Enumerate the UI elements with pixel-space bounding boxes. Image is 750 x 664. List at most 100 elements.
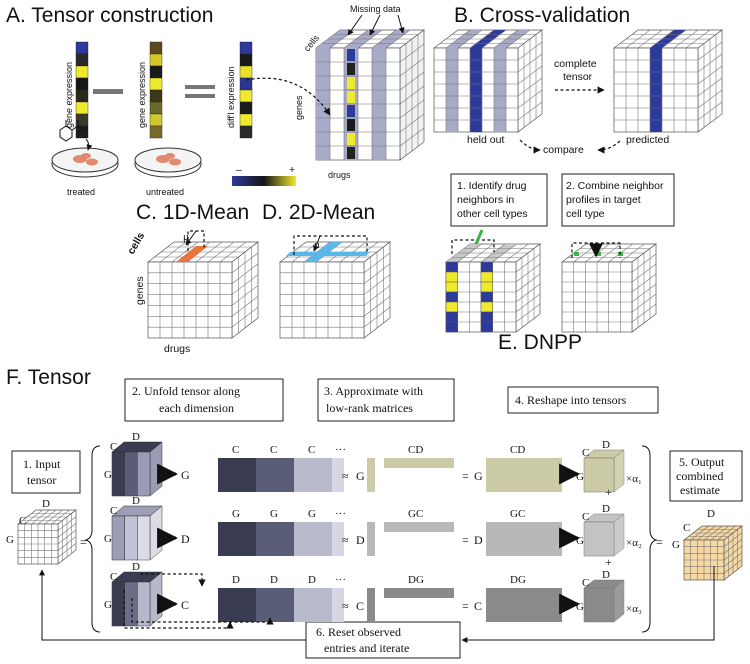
left-factor-label: G (356, 469, 365, 483)
unfold-box (124, 378, 284, 422)
neighbor-cell (480, 261, 493, 273)
output-line2: combined (676, 469, 723, 483)
panel-e: 1. Identify drug neighbors in other cell… (444, 173, 675, 354)
reconstructed-matrix (486, 458, 562, 492)
right-factor-label: DG (408, 574, 424, 586)
unfold-line1: 2. Unfold tensor along (132, 384, 240, 398)
unfolded-block-label: C (308, 444, 315, 456)
expression-cell (149, 89, 163, 103)
slab-g-label: G (104, 599, 112, 611)
approx-box (317, 378, 455, 422)
reshaped-d-label: D (602, 439, 610, 451)
reset-line1: 6. Reset observed (316, 625, 401, 639)
neighbor-cell (445, 321, 458, 333)
rearrange-arrow-1 (123, 590, 234, 629)
left-factor-label: C (356, 599, 364, 613)
tensor-cube-a (314, 29, 426, 161)
diff-expression-cell (347, 147, 355, 159)
approx-line1: 3. Approximate with (324, 384, 423, 398)
cells-axis-label-c: cells (125, 230, 147, 256)
slab-face (111, 581, 125, 627)
unfolded-block (218, 588, 256, 622)
slab-c-label: C (110, 441, 117, 453)
slab-face (111, 451, 125, 497)
drugs-axis-label-a: drugs (328, 170, 351, 180)
unfolded-block-label: G (270, 508, 278, 520)
genes-axis-label-c: genes (134, 276, 146, 305)
slab-face (137, 515, 151, 561)
approx-symbol: ≈ (342, 469, 349, 483)
diff-expression-cell (347, 63, 355, 75)
panel-b-title: B. Cross-validation (454, 4, 630, 27)
unfolded-block (256, 522, 294, 556)
slab-c-label: C (110, 571, 117, 583)
dnpp-step2-line3: cell type (566, 208, 605, 220)
input-box (11, 450, 81, 494)
slab-face (124, 515, 138, 561)
expression-cell (149, 77, 163, 91)
expression-cell (239, 101, 253, 115)
mean-bracket-d (293, 235, 368, 255)
expression-cell (239, 65, 253, 79)
unfolded-dots: ··· (335, 444, 346, 456)
unfold-line2: each dimension (159, 401, 234, 415)
missing-data-label: Missing data (350, 4, 401, 14)
diff-expression-cell (347, 133, 355, 145)
green-neighbor-marker (574, 252, 579, 256)
slab-d-label: D (132, 561, 140, 573)
reconstructed-matrix (486, 522, 562, 556)
reset-line2: entries and iterate (324, 641, 409, 655)
cube-column (446, 48, 458, 132)
panel-c: C. 1D-Mean cells genes drugs μ (125, 201, 260, 355)
unfolded-block (218, 522, 256, 556)
held-out-label: held out (467, 134, 504, 146)
expression-cell (239, 41, 253, 55)
approx-line2: low-rank matrices (326, 401, 413, 415)
unfold-dim-label: C (181, 598, 189, 612)
unfolded-block-label: G (308, 508, 316, 520)
untreated-label: untreated (146, 187, 184, 197)
product-equals: = (462, 469, 469, 483)
diff-expression-cell (347, 105, 355, 117)
diff-expression-cell (347, 91, 355, 103)
untreated-dish (134, 147, 202, 178)
neighbor-cell (480, 301, 493, 313)
unfolded-block (294, 588, 332, 622)
panel-d: D. 2D-Mean μ (262, 201, 392, 339)
unfolded-dots: ··· (335, 508, 346, 520)
slab-face (137, 451, 151, 497)
reconstructed-label: GC (510, 508, 525, 520)
output-equals: = (656, 535, 663, 549)
left-factor-label: D (356, 533, 365, 547)
output-tensor-cube (682, 525, 744, 581)
treated-label: treated (67, 187, 95, 197)
drugs-axis-label-c: drugs (164, 343, 190, 355)
reconstructed-label: DG (510, 574, 526, 586)
expression-cell (75, 101, 89, 115)
neighbor-cell (445, 261, 458, 273)
reshaped-front-face (583, 457, 615, 493)
neighbor-cell (480, 311, 493, 323)
output-box (669, 450, 743, 502)
rearrange-arrow-2 (131, 598, 274, 625)
reshape-label: 4. Reshape into tensors (515, 393, 627, 407)
unfolded-block (332, 458, 344, 492)
loop-arrow-left (39, 569, 306, 641)
expression-cell (75, 65, 89, 79)
reshape-box (507, 386, 659, 414)
dnpp-step1-line3: other cell types (457, 208, 528, 220)
insert-arrow (245, 77, 331, 116)
product-dim-label: G (474, 469, 483, 483)
approx-symbol: ≈ (342, 599, 349, 613)
unfolded-block-label: D (270, 574, 278, 586)
dnpp-step1-box (450, 173, 548, 227)
output-g-label: G (672, 539, 680, 551)
equals-sign-bottom (185, 94, 215, 98)
expression-cell (75, 53, 89, 67)
diff-expression-cell (347, 49, 355, 61)
panel-a-title: A. Tensor construction (6, 4, 213, 27)
left-brace (84, 445, 101, 633)
input-line2: tensor (27, 473, 56, 487)
reshaped-d-label: D (602, 569, 610, 581)
